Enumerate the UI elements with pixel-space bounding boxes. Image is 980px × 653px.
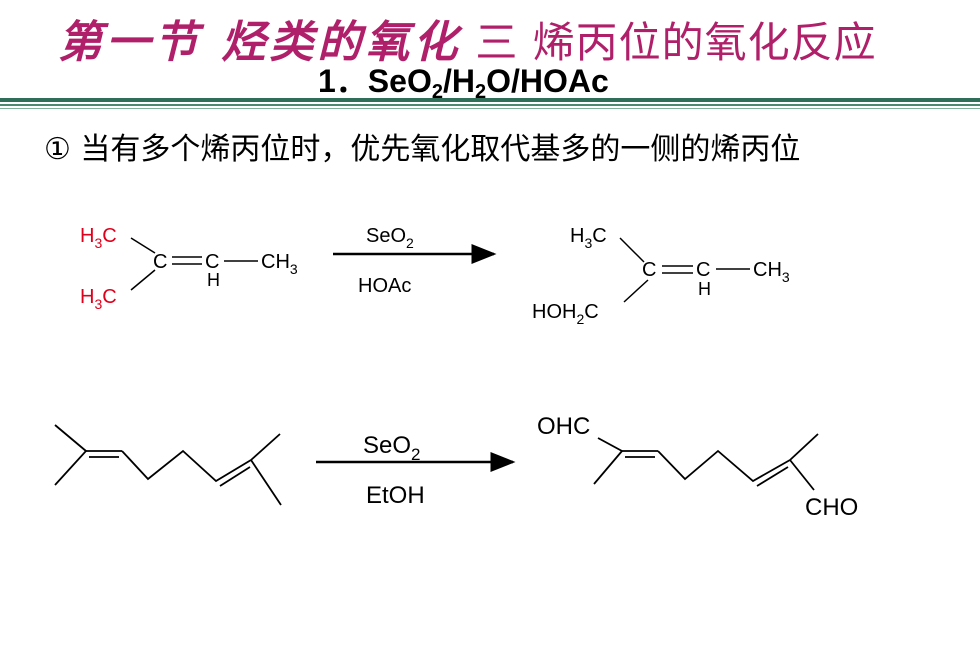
subtitle-sub2: 2 xyxy=(474,81,487,103)
skeleton-bond xyxy=(250,459,282,506)
reaction1-reagent-top: SeO2 xyxy=(366,225,414,251)
product2-ohc: OHC xyxy=(537,413,590,440)
bullet-rule: ① 当有多个烯丙位时，优先氧化取代基多的一侧的烯丙位 xyxy=(44,132,801,167)
bond xyxy=(623,279,649,303)
product1-h: H xyxy=(698,279,711,299)
reaction1-reactant: H3C H3C C C H CH3 xyxy=(80,225,298,312)
skeleton-bond xyxy=(789,433,819,461)
header-divider-3 xyxy=(0,108,980,109)
product1-c2: C xyxy=(696,259,710,281)
reaction1-arrow: SeO2 HOAc xyxy=(333,225,497,297)
bond xyxy=(130,237,156,254)
subtitle-prefix: 1．SeO xyxy=(318,63,432,99)
slide-subtitle: 1．SeO2/H2O/HOAc xyxy=(318,56,609,104)
skeleton-bond xyxy=(593,450,623,485)
subtitle-suffix: O/HOAc xyxy=(486,63,609,99)
subtitle-sub1: 2 xyxy=(431,81,443,103)
reactant1-ch3: CH3 xyxy=(261,251,298,277)
reaction1-reagent-bottom: HOAc xyxy=(358,275,411,297)
reaction2-reagent-bottom: EtOH xyxy=(366,482,425,509)
reaction2-reactant xyxy=(54,424,282,506)
product1-c1: C xyxy=(642,259,656,281)
header-divider xyxy=(0,98,980,102)
product1-methyl-top: H3C xyxy=(570,225,607,251)
section-title: 第一节 烃类的氧化 xyxy=(58,17,462,68)
skeleton-bond xyxy=(250,433,281,461)
skeleton-double-bond xyxy=(219,466,251,487)
skeleton-bond xyxy=(54,424,88,486)
subtitle-mid: /H xyxy=(442,63,475,99)
bond xyxy=(619,237,645,263)
reactant1-methyl-top: H3C xyxy=(80,225,117,251)
reaction2-reagent-top: SeO2 xyxy=(363,432,421,464)
reaction2-product: OHC CHO xyxy=(537,413,858,521)
skeleton-double-bond xyxy=(756,466,789,487)
reactant1-c2: C xyxy=(205,251,219,273)
slide-title: 第一节 烃类的氧化三 烯丙位的氧化反应 xyxy=(58,6,877,70)
bond xyxy=(130,269,156,291)
skeleton-bond xyxy=(789,459,815,491)
topic-title: 三 烯丙位的氧化反应 xyxy=(475,18,877,67)
product1-hoch2: HOH2C xyxy=(532,301,599,327)
reaction1-product: H3C C C H CH3 HOH2C xyxy=(532,225,790,327)
header-divider-2 xyxy=(0,104,980,106)
reaction2-arrow: SeO2 EtOH xyxy=(316,432,516,509)
skeleton-chain xyxy=(657,449,791,483)
product1-ch3: CH3 xyxy=(753,259,790,285)
skeleton-chain xyxy=(121,449,252,483)
reactant1-h: H xyxy=(207,270,220,290)
skeleton-bond xyxy=(597,437,623,452)
reactant1-methyl-bottom: H3C xyxy=(80,286,117,312)
product2-cho: CHO xyxy=(805,494,858,521)
reactant1-c1: C xyxy=(153,251,167,273)
